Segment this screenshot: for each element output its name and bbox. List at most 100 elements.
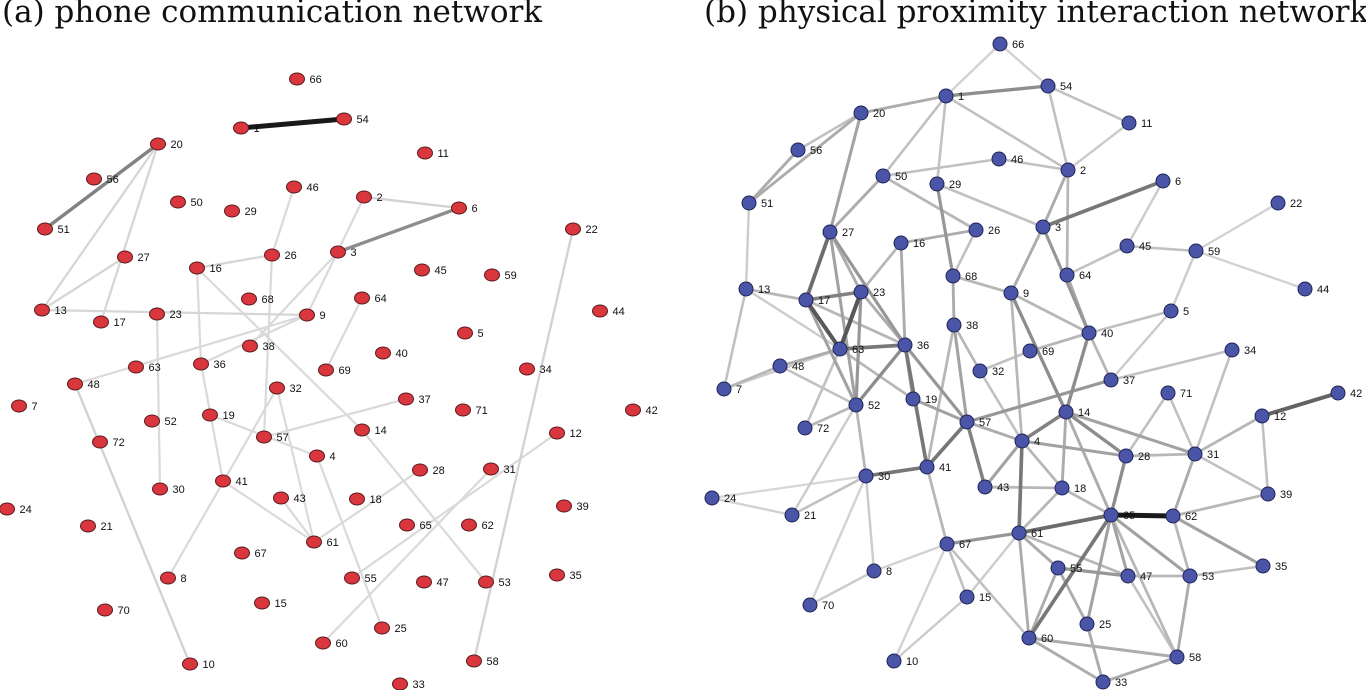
node-b-2[interactable] [1060, 162, 1076, 178]
node-b-58[interactable] [1169, 649, 1185, 665]
node-a-38[interactable] [242, 339, 258, 353]
node-a-43[interactable] [273, 491, 289, 505]
node-b-56[interactable] [790, 142, 806, 158]
node-a-26[interactable] [264, 248, 280, 262]
node-b-20[interactable] [853, 105, 869, 121]
node-a-72[interactable] [92, 435, 108, 449]
node-a-2[interactable] [356, 190, 372, 204]
node-b-52[interactable] [848, 397, 864, 413]
node-b-7[interactable] [716, 381, 732, 397]
node-b-17[interactable] [798, 292, 814, 308]
node-b-16[interactable] [893, 235, 909, 251]
node-a-33[interactable] [392, 677, 408, 690]
node-a-1[interactable] [233, 121, 249, 135]
node-a-31[interactable] [483, 462, 499, 476]
node-b-28[interactable] [1118, 448, 1134, 464]
node-b-24[interactable] [704, 490, 720, 506]
node-a-65[interactable] [399, 518, 415, 532]
node-b-53[interactable] [1182, 568, 1198, 584]
node-b-63[interactable] [832, 341, 848, 357]
node-b-37[interactable] [1103, 372, 1119, 388]
node-a-11[interactable] [417, 146, 433, 160]
node-b-60[interactable] [1021, 630, 1037, 646]
node-a-20[interactable] [150, 137, 166, 151]
node-a-14[interactable] [354, 423, 370, 437]
node-a-51[interactable] [37, 222, 53, 236]
node-a-66[interactable] [289, 72, 305, 86]
node-a-62[interactable] [461, 518, 477, 532]
node-b-47[interactable] [1120, 568, 1136, 584]
node-a-69[interactable] [318, 363, 334, 377]
node-b-3[interactable] [1035, 219, 1051, 235]
node-a-8[interactable] [160, 571, 176, 585]
node-b-10[interactable] [886, 653, 902, 669]
node-b-68[interactable] [945, 268, 961, 284]
node-a-45[interactable] [414, 263, 430, 277]
node-a-21[interactable] [80, 519, 96, 533]
node-a-36[interactable] [193, 357, 209, 371]
node-b-45[interactable] [1119, 238, 1135, 254]
node-b-19[interactable] [905, 391, 921, 407]
node-a-3[interactable] [330, 245, 346, 259]
node-b-27[interactable] [822, 224, 838, 240]
node-b-33[interactable] [1095, 674, 1111, 690]
node-a-46[interactable] [286, 180, 302, 194]
node-b-39[interactable] [1260, 486, 1276, 502]
node-b-26[interactable] [968, 222, 984, 238]
node-b-55[interactable] [1050, 560, 1066, 576]
node-b-35[interactable] [1255, 558, 1271, 574]
node-a-19[interactable] [202, 408, 218, 422]
node-b-71[interactable] [1160, 385, 1176, 401]
node-a-61[interactable] [306, 535, 322, 549]
node-b-72[interactable] [797, 420, 813, 436]
node-b-59[interactable] [1188, 243, 1204, 259]
node-b-41[interactable] [919, 459, 935, 475]
node-a-12[interactable] [549, 426, 565, 440]
node-a-71[interactable] [455, 403, 471, 417]
node-b-48[interactable] [772, 358, 788, 374]
node-a-34[interactable] [519, 362, 535, 376]
node-b-29[interactable] [929, 176, 945, 192]
node-a-9[interactable] [299, 308, 315, 322]
node-b-50[interactable] [875, 168, 891, 184]
node-a-29[interactable] [224, 204, 240, 218]
node-a-42[interactable] [625, 403, 641, 417]
node-a-67[interactable] [234, 546, 250, 560]
node-b-64[interactable] [1059, 267, 1075, 283]
node-a-23[interactable] [149, 307, 165, 321]
node-a-6[interactable] [451, 201, 467, 215]
node-b-62[interactable] [1165, 508, 1181, 524]
node-a-17[interactable] [93, 315, 109, 329]
node-a-68[interactable] [241, 292, 257, 306]
node-a-25[interactable] [374, 621, 390, 635]
node-b-22[interactable] [1270, 195, 1286, 211]
node-a-18[interactable] [349, 492, 365, 506]
node-b-1[interactable] [938, 88, 954, 104]
node-b-61[interactable] [1011, 525, 1027, 541]
node-a-40[interactable] [375, 346, 391, 360]
node-a-54[interactable] [336, 112, 352, 126]
node-b-13[interactable] [738, 281, 754, 297]
node-b-38[interactable] [946, 317, 962, 333]
node-b-46[interactable] [991, 151, 1007, 167]
node-a-28[interactable] [412, 463, 428, 477]
node-b-43[interactable] [977, 479, 993, 495]
node-a-56[interactable] [86, 172, 102, 186]
node-b-65[interactable] [1103, 507, 1119, 523]
node-b-36[interactable] [897, 337, 913, 353]
node-b-23[interactable] [853, 284, 869, 300]
node-b-54[interactable] [1040, 78, 1056, 94]
node-a-15[interactable] [254, 596, 270, 610]
node-b-69[interactable] [1022, 343, 1038, 359]
node-b-5[interactable] [1163, 303, 1179, 319]
node-a-52[interactable] [144, 414, 160, 428]
node-b-18[interactable] [1054, 480, 1070, 496]
node-a-59[interactable] [484, 268, 500, 282]
node-b-51[interactable] [741, 195, 757, 211]
node-a-50[interactable] [170, 195, 186, 209]
node-b-42[interactable] [1330, 385, 1346, 401]
node-b-66[interactable] [992, 36, 1008, 52]
node-a-48[interactable] [67, 377, 83, 391]
node-a-27[interactable] [117, 250, 133, 264]
node-b-30[interactable] [858, 468, 874, 484]
